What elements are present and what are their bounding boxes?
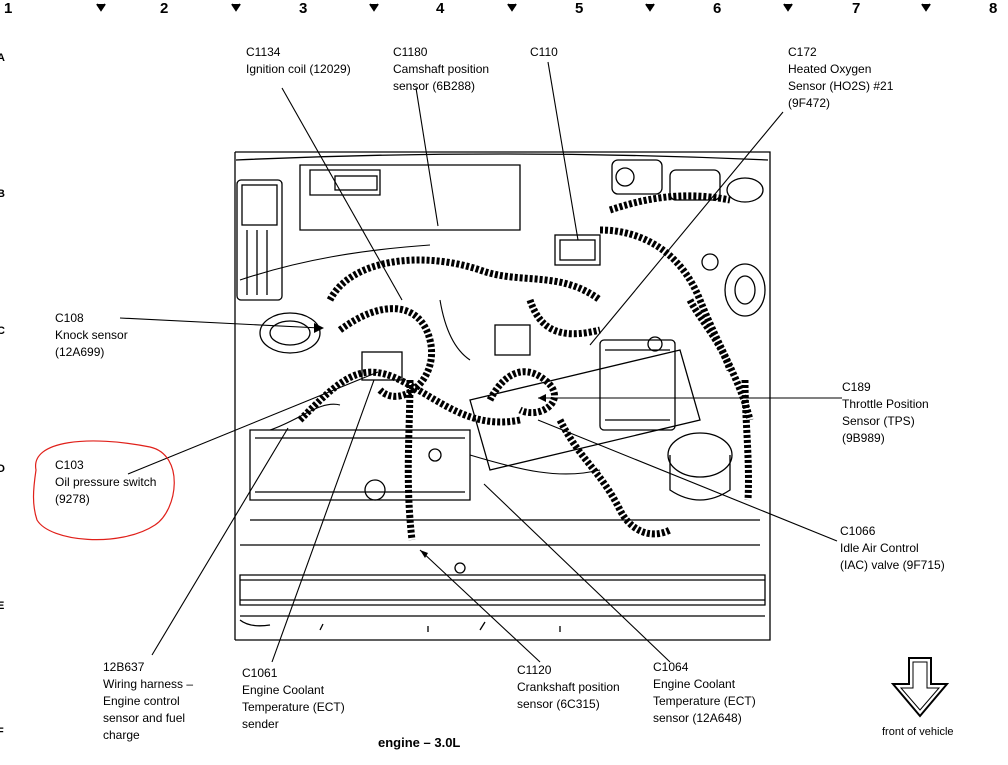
label-c1064: C1064 Engine Coolant Temperature (ECT) s… bbox=[653, 659, 756, 727]
label-c108-code: C108 bbox=[55, 311, 84, 325]
grid-row-c: C bbox=[0, 325, 5, 337]
grid-column-8: 8 bbox=[989, 0, 998, 17]
label-c1134-desc: Ignition coil (12029) bbox=[246, 62, 351, 76]
label-c1120-desc-1: Crankshaft position bbox=[517, 680, 620, 694]
label-c1134: C1134 Ignition coil (12029) bbox=[246, 44, 351, 78]
label-c1066: C1066 Idle Air Control (IAC) valve (9F71… bbox=[840, 523, 945, 574]
grid-column-1: 1 bbox=[4, 0, 13, 17]
front-of-vehicle-label: front of vehicle bbox=[882, 726, 954, 738]
grid-column-7: 7 bbox=[852, 0, 861, 17]
label-c108-desc-2: (12A699) bbox=[55, 345, 105, 359]
grid-row-e: E bbox=[0, 600, 5, 612]
label-c189-code: C189 bbox=[842, 380, 871, 394]
label-c1134-code: C1134 bbox=[246, 45, 281, 59]
label-c1180-desc-2: sensor (6B288) bbox=[393, 79, 476, 93]
label-c1180-desc-1: Camshaft position bbox=[393, 62, 490, 76]
grid-column-2: 2 bbox=[160, 0, 169, 17]
grid-column-4: 4 bbox=[436, 0, 445, 17]
label-c1180-code: C1180 bbox=[393, 45, 428, 59]
label-c108: C108 Knock sensor (12A699) bbox=[55, 310, 128, 361]
label-c110-code: C110 bbox=[530, 45, 558, 59]
label-12b637: 12B637 Wiring harness – Engine control s… bbox=[103, 659, 193, 744]
label-c1061: C1061 Engine Coolant Temperature (ECT) s… bbox=[242, 665, 345, 733]
label-12b637-desc-1: Wiring harness – bbox=[103, 677, 194, 691]
label-c103-desc-1: Oil pressure switch bbox=[55, 475, 157, 489]
label-c172-desc-1: Heated Oxygen bbox=[788, 62, 872, 76]
label-c1180: C1180 Camshaft position sensor (6B288) bbox=[393, 44, 489, 95]
label-12b637-code: 12B637 bbox=[103, 660, 145, 674]
label-c110: C110 bbox=[530, 44, 558, 61]
label-c172-desc-3: (9F472) bbox=[788, 96, 831, 110]
grid-row-d: D bbox=[0, 463, 5, 475]
front-arrow-icon bbox=[890, 657, 950, 718]
label-12b637-desc-2: Engine control bbox=[103, 694, 180, 708]
grid-column-6: 6 bbox=[713, 0, 722, 17]
grid-row-f: F bbox=[0, 726, 4, 738]
label-c103-code: C103 bbox=[55, 458, 84, 472]
label-c189-desc-2: Sensor (TPS) bbox=[842, 414, 915, 428]
c103-highlight bbox=[32, 440, 175, 541]
label-c1066-desc-2: (IAC) valve (9F715) bbox=[840, 558, 945, 572]
label-c1061-desc-3: sender bbox=[242, 717, 279, 731]
label-c189-desc-3: (9B989) bbox=[842, 431, 885, 445]
diagram-caption: engine – 3.0L bbox=[378, 735, 461, 750]
grid-row-b: B bbox=[0, 188, 5, 200]
label-c1066-desc-1: Idle Air Control bbox=[840, 541, 919, 555]
label-c1061-code: C1061 bbox=[242, 666, 278, 680]
label-c1066-code: C1066 bbox=[840, 524, 876, 538]
label-c103-desc-2: (9278) bbox=[55, 492, 90, 506]
label-c172-code: C172 bbox=[788, 45, 817, 59]
label-c1064-desc-1: Engine Coolant bbox=[653, 677, 736, 691]
grid-column-3: 3 bbox=[299, 0, 308, 17]
label-c1061-desc-1: Engine Coolant bbox=[242, 683, 325, 697]
grid-column-5: 5 bbox=[575, 0, 584, 17]
label-c1064-desc-2: Temperature (ECT) bbox=[653, 694, 756, 708]
label-c172-desc-2: Sensor (HO2S) #21 bbox=[788, 79, 894, 93]
label-c1064-desc-3: sensor (12A648) bbox=[653, 711, 742, 725]
label-c189-desc-1: Throttle Position bbox=[842, 397, 929, 411]
label-c172: C172 Heated Oxygen Sensor (HO2S) #21 (9F… bbox=[788, 44, 893, 112]
label-c1061-desc-2: Temperature (ECT) bbox=[242, 700, 345, 714]
label-c189: C189 Throttle Position Sensor (TPS) (9B9… bbox=[842, 379, 929, 447]
label-12b637-desc-4: charge bbox=[103, 728, 140, 742]
label-c1120: C1120 Crankshaft position sensor (6C315) bbox=[517, 662, 620, 713]
label-c1064-code: C1064 bbox=[653, 660, 689, 674]
grid-row-a: A bbox=[0, 52, 5, 64]
label-c108-desc-1: Knock sensor bbox=[55, 328, 128, 342]
label-12b637-desc-3: sensor and fuel bbox=[103, 711, 186, 725]
label-c1120-desc-2: sensor (6C315) bbox=[517, 697, 600, 711]
label-c103: C103 Oil pressure switch (9278) bbox=[55, 457, 156, 508]
label-c1120-code: C1120 bbox=[517, 663, 552, 677]
